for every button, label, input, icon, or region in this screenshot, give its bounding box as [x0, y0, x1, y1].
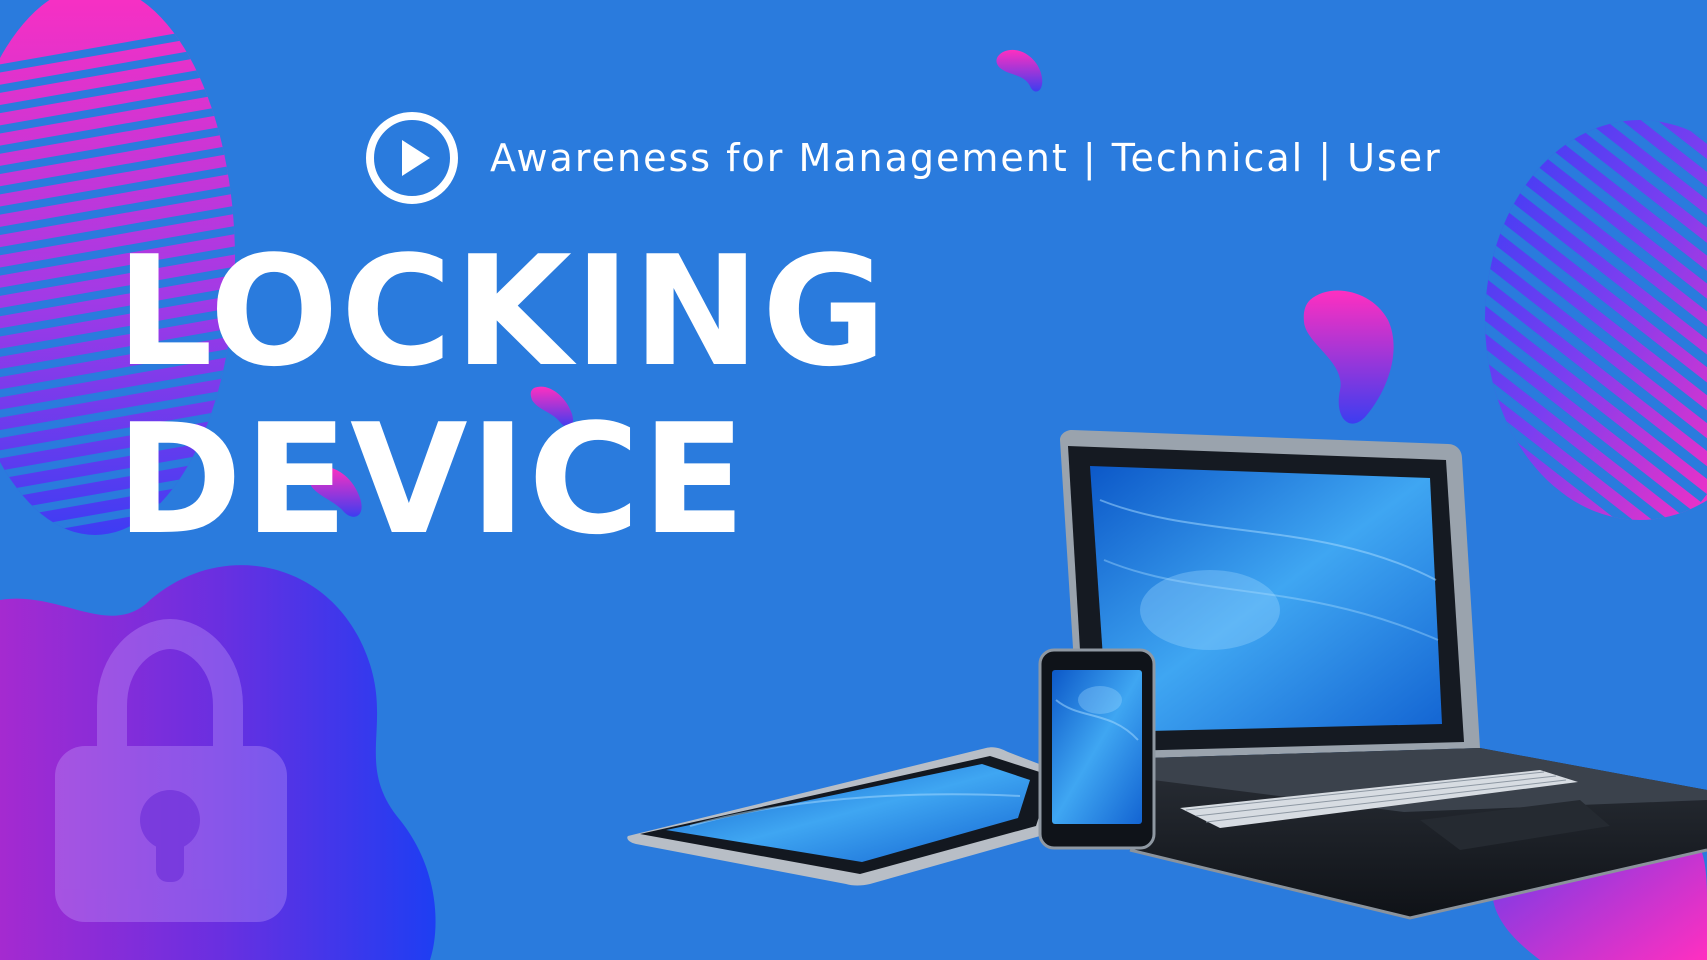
- drop-small: [530, 386, 574, 428]
- drop-behind-text: [308, 466, 362, 517]
- headline: LOCKING DEVICE: [116, 228, 889, 564]
- drop-top: [996, 49, 1043, 92]
- play-circle-icon[interactable]: [364, 110, 460, 206]
- subtitle-text: Awareness for Management | Technical | U…: [490, 136, 1442, 180]
- left-striped-decoration: [0, 0, 235, 535]
- headline-line-1: LOCKING: [116, 223, 889, 400]
- drop-mid: [1303, 290, 1394, 424]
- keyhole: [140, 790, 200, 882]
- headline-line-2: DEVICE: [116, 391, 748, 568]
- devices-illustration: [627, 430, 1707, 920]
- subtitle-row: Awareness for Management | Technical | U…: [364, 110, 1442, 206]
- bottom-left-blob: [0, 565, 436, 960]
